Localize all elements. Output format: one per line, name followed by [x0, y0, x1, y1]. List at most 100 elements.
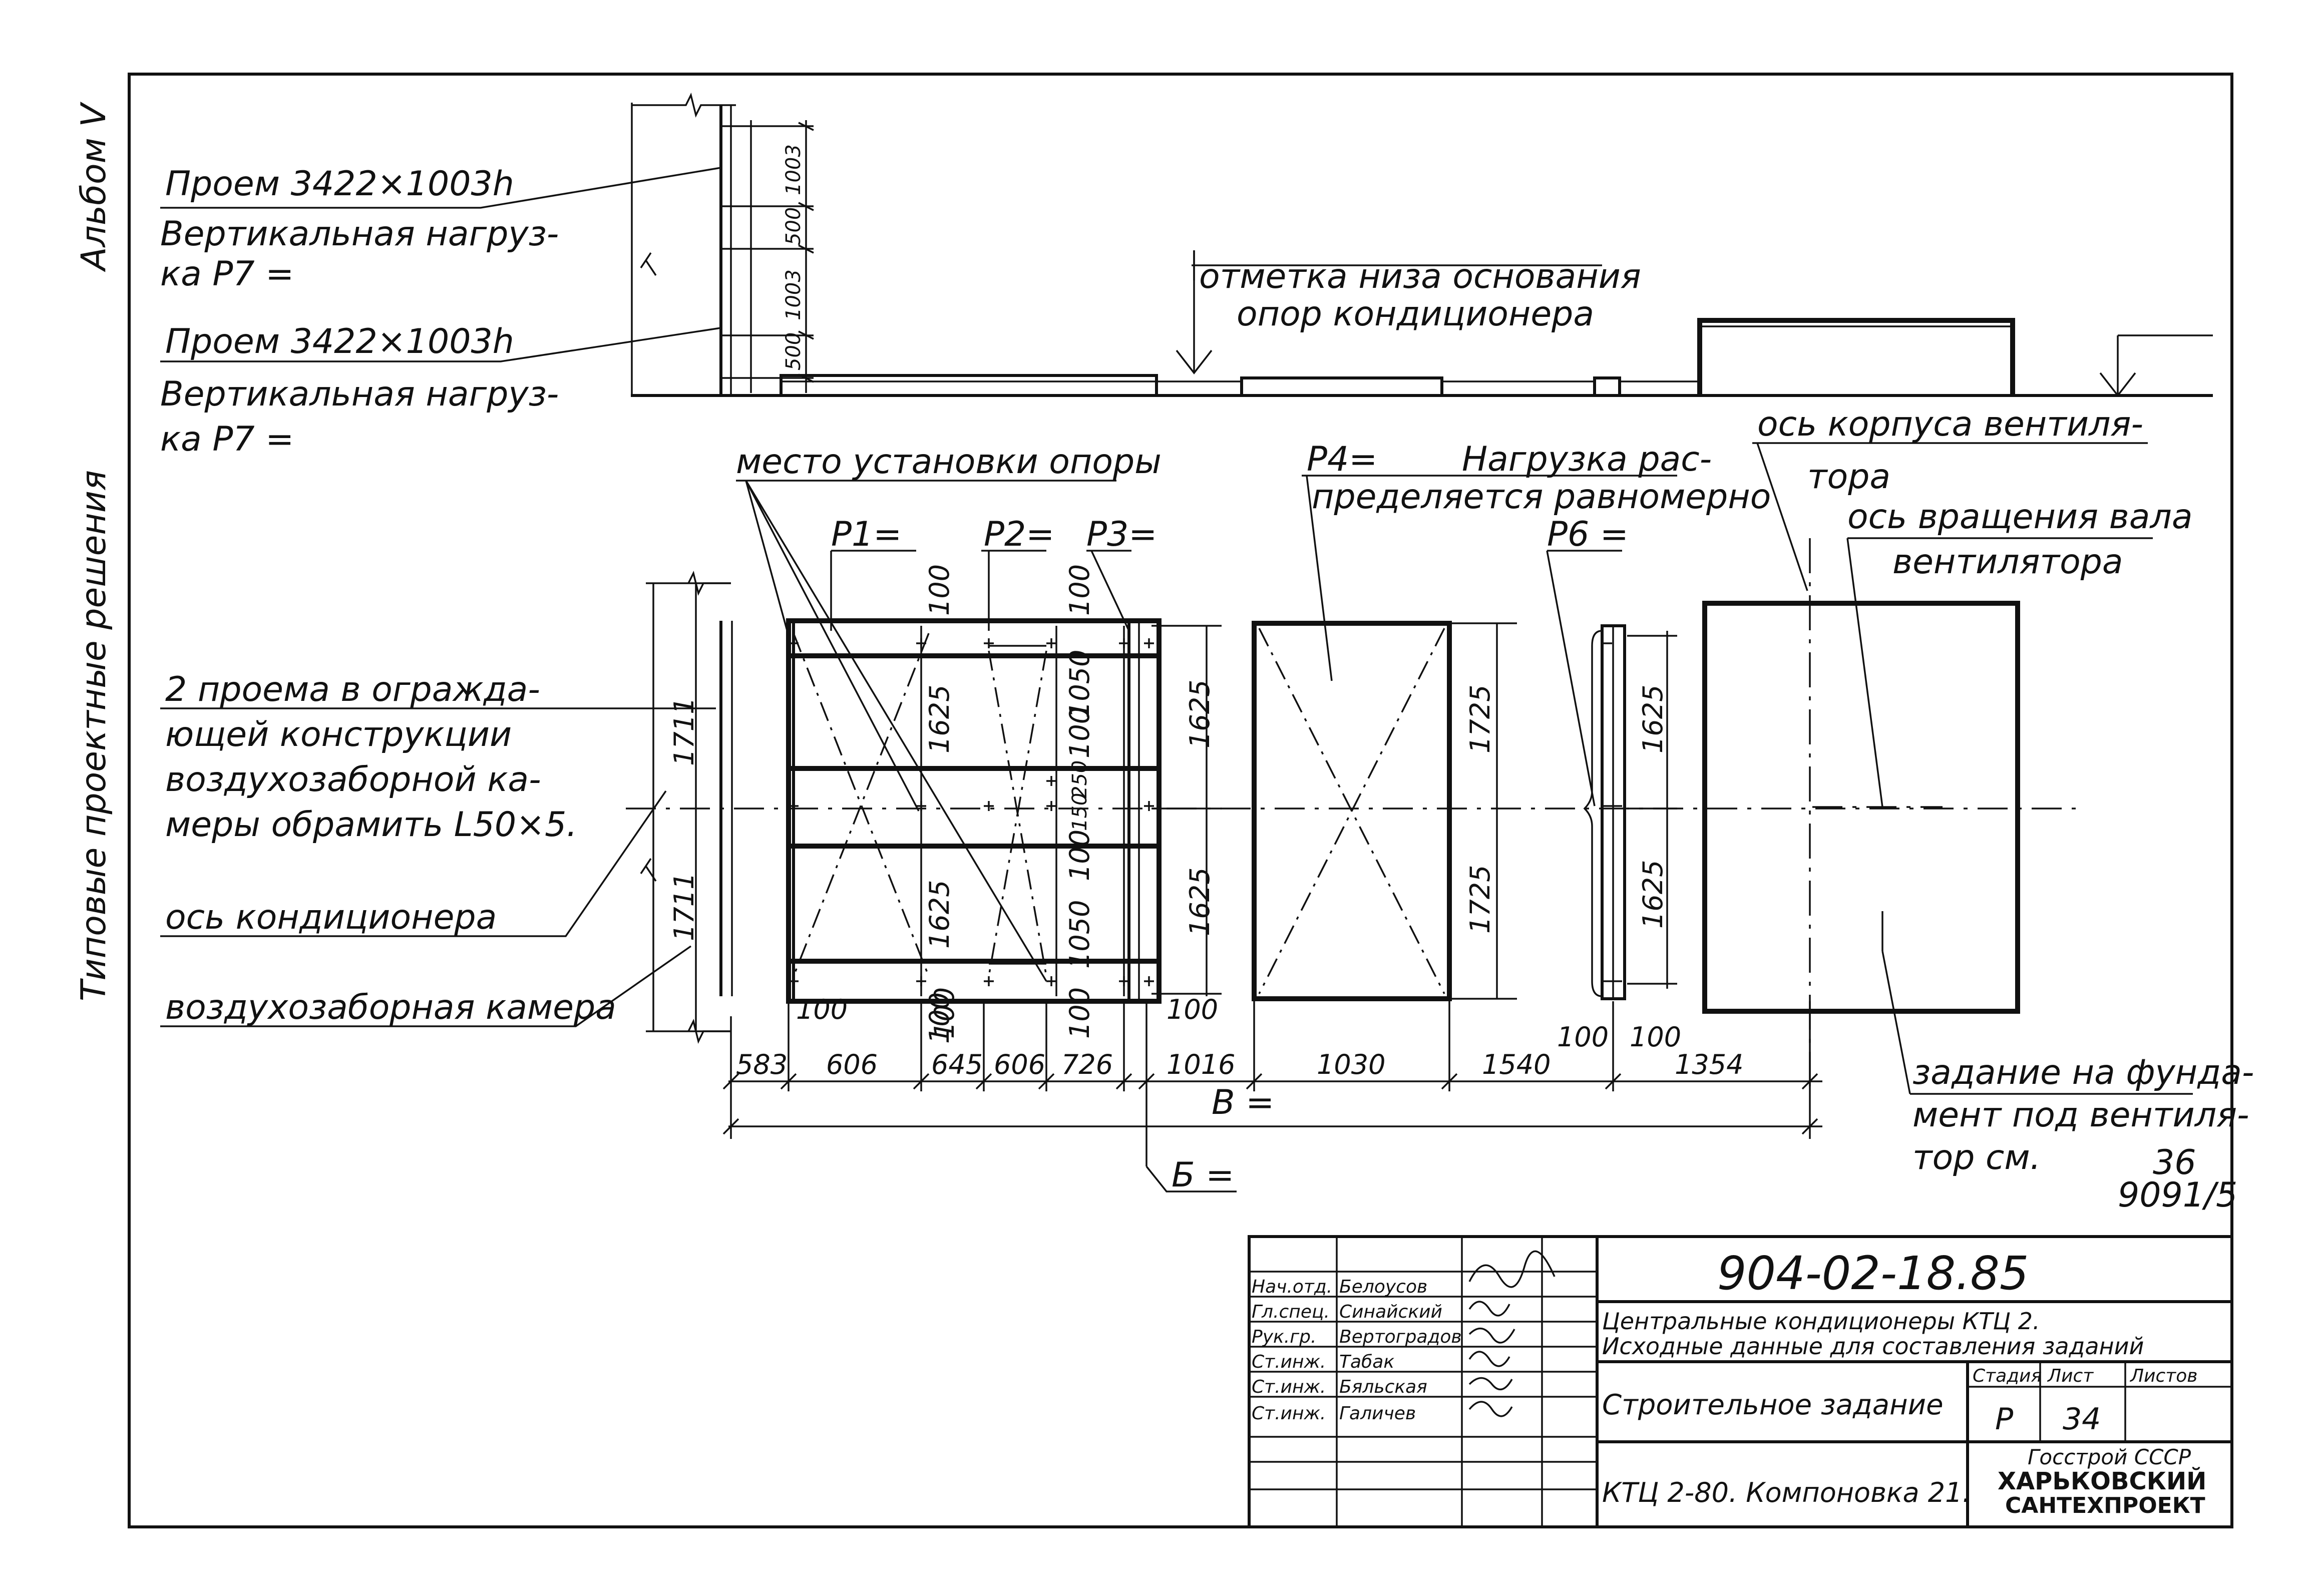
dim-1725-top: 1725: [1464, 685, 1496, 753]
role-5: Ст.инж.: [1252, 1377, 1326, 1397]
p2-label: P2=: [984, 515, 1054, 554]
foundation-line-b: мент под вентиля-: [1912, 1095, 2249, 1135]
org-line-b: ХАРЬКОВСКИЙ: [1998, 1467, 2206, 1495]
dim-1711-top: 1711: [668, 697, 700, 766]
dim-1625-inner-top: 1625: [924, 685, 955, 753]
name-6: Галичев: [1339, 1403, 1416, 1424]
intake-chamber-label: воздухозаборная камера: [165, 988, 616, 1027]
load-distributed-line-b: пределяется равномерно: [1312, 477, 1771, 517]
dim-100-h5: 100: [1557, 1021, 1609, 1053]
dim-1354: 1354: [1675, 1049, 1743, 1080]
elev-dim-500-top: 500: [782, 207, 805, 245]
dim-1540: 1540: [1482, 1049, 1551, 1080]
support-points: [789, 638, 1154, 986]
stage-header: Стадия: [1973, 1366, 2042, 1386]
base-mark-line-a: отметка низа основания: [1199, 257, 1641, 296]
dim-1030: 1030: [1317, 1049, 1385, 1080]
opening-2-label: Проем 3422×1003h: [165, 322, 514, 361]
b-total-label: Б =: [1172, 1155, 1234, 1195]
layout-label: КТЦ 2-80. Компоновка 21.: [1602, 1477, 1971, 1508]
plan-view: 1711 1711 100 1625 1625 100 100 105: [626, 538, 2078, 1195]
dim-100-h2: 100: [929, 987, 960, 1039]
dim-100-h1: 100: [796, 994, 848, 1025]
dim-100-h3: 100: [1064, 987, 1095, 1039]
role-2: Гл.спец.: [1252, 1302, 1330, 1322]
dim-1711-bottom: 1711: [668, 873, 700, 941]
dim-100-h4: 100: [1167, 994, 1218, 1025]
dim-1625-right-bottom: 1625: [1637, 860, 1669, 929]
name-3: Вертоградов: [1339, 1327, 1462, 1347]
support-place-label: место установки опоры: [736, 442, 1162, 482]
role-4: Ст.инж.: [1252, 1352, 1326, 1372]
dim-100-v1: 100: [924, 564, 955, 616]
dim-1625-right-top: 1625: [1637, 685, 1669, 753]
elev-dim-1003-bottom: 1003: [782, 269, 805, 320]
role-3: Рук.гр.: [1252, 1327, 1316, 1347]
dim-100-h6: 100: [1630, 1021, 1681, 1053]
dim-100-v4: 100: [1064, 707, 1095, 758]
plan-leaders: [160, 442, 2193, 1095]
p3-label: P3=: [1086, 515, 1157, 554]
document-kind: Строительное задание: [1602, 1389, 1944, 1421]
p6-label: P6 =: [1547, 515, 1629, 554]
dim-645: 645: [931, 1049, 983, 1080]
title-line-a: Центральные кондиционеры КТЦ 2.: [1602, 1308, 2040, 1335]
dim-1625-outer-top: 1625: [1184, 680, 1216, 748]
document-number: 904-02-18.85: [1717, 1247, 2029, 1300]
fan-shaft-axis-line-b: вентилятора: [1892, 542, 2123, 582]
p1-label: P1=: [831, 515, 902, 554]
org-line-a: Госстрой СССР: [2028, 1445, 2191, 1469]
load-2-line-a: Вертикальная нагруз-: [160, 374, 559, 414]
openings-line-d: меры обрамить L50×5.: [165, 805, 577, 845]
name-1: Белоусов: [1339, 1277, 1427, 1297]
dim-250: 250: [1068, 760, 1091, 799]
foundation-line-a: задание на фунда-: [1912, 1053, 2254, 1092]
role-1: Нач.отд.: [1252, 1277, 1332, 1297]
dim-1725-bottom: 1725: [1464, 865, 1496, 934]
name-4: Табак: [1339, 1352, 1394, 1372]
name-2: Синайский: [1339, 1302, 1442, 1322]
dim-1050-bottom: 1050: [1064, 900, 1095, 969]
load-2-line-b: ка P7 =: [160, 420, 294, 459]
name-5: Бяльская: [1339, 1377, 1427, 1397]
load-distributed-line-a: Нагрузка рас-: [1462, 440, 1712, 479]
openings-line-c: воздухозаборной ка-: [165, 760, 541, 800]
load-1-line-b: ка P7 =: [160, 254, 294, 294]
dim-583: 583: [736, 1049, 788, 1080]
series-label: Типовые проектные решения: [74, 470, 114, 1001]
base-mark-line-b: опор кондиционера: [1237, 294, 1594, 334]
dim-606-a: 606: [826, 1049, 878, 1080]
sheet-frame: [128, 73, 2233, 1528]
dim-100-v3: 100: [1064, 564, 1095, 616]
p4-label: P4=: [1307, 440, 1377, 479]
album-label: Альбом V: [74, 101, 114, 272]
sheet-value: 34: [2063, 1402, 2101, 1437]
title-line-b: Исходные данные для составления заданий: [1602, 1333, 2144, 1360]
dim-1050-top: 1050: [1064, 650, 1095, 718]
dim-1625-inner-bottom: 1625: [924, 880, 955, 949]
dim-150: 150: [1068, 793, 1091, 831]
signatures: [1468, 1250, 1556, 1417]
elev-dim-500-bottom: 500: [782, 332, 805, 370]
fan-body-axis-line-b: тора: [1807, 457, 1890, 497]
reference-sheet-bottom: 9091/5: [2118, 1175, 2237, 1215]
dim-1016: 1016: [1167, 1049, 1235, 1080]
elev-dim-1003-top: 1003: [782, 144, 805, 195]
reference-sheet-top: 36: [2153, 1143, 2196, 1182]
role-6: Ст.инж.: [1252, 1403, 1326, 1424]
dim-726: 726: [1061, 1049, 1113, 1080]
opening-1-label: Проем 3422×1003h: [165, 164, 514, 204]
v-total-label: В =: [1212, 1083, 1274, 1122]
openings-line-b: ющей конструкции: [165, 715, 512, 754]
conditioner-axis-label: ось кондиционера: [165, 898, 497, 937]
fan-body-axis-line-a: ось корпуса вентиля-: [1757, 405, 2143, 444]
stage-value: Р: [1995, 1402, 2014, 1437]
openings-line-a: 2 проема в огражда-: [165, 670, 540, 709]
dim-606-b: 606: [994, 1049, 1045, 1080]
title-block: Нач.отд. Гл.спец. Рук.гр. Ст.инж. Ст.инж…: [1248, 1235, 2233, 1528]
elevation-view: 1003 500 1003 500: [631, 92, 2213, 397]
dim-100-v2: 100: [924, 992, 955, 1044]
sheets-header: Листов: [2129, 1366, 2197, 1386]
fan-shaft-axis-line-a: ось вращения вала: [1847, 497, 2193, 537]
